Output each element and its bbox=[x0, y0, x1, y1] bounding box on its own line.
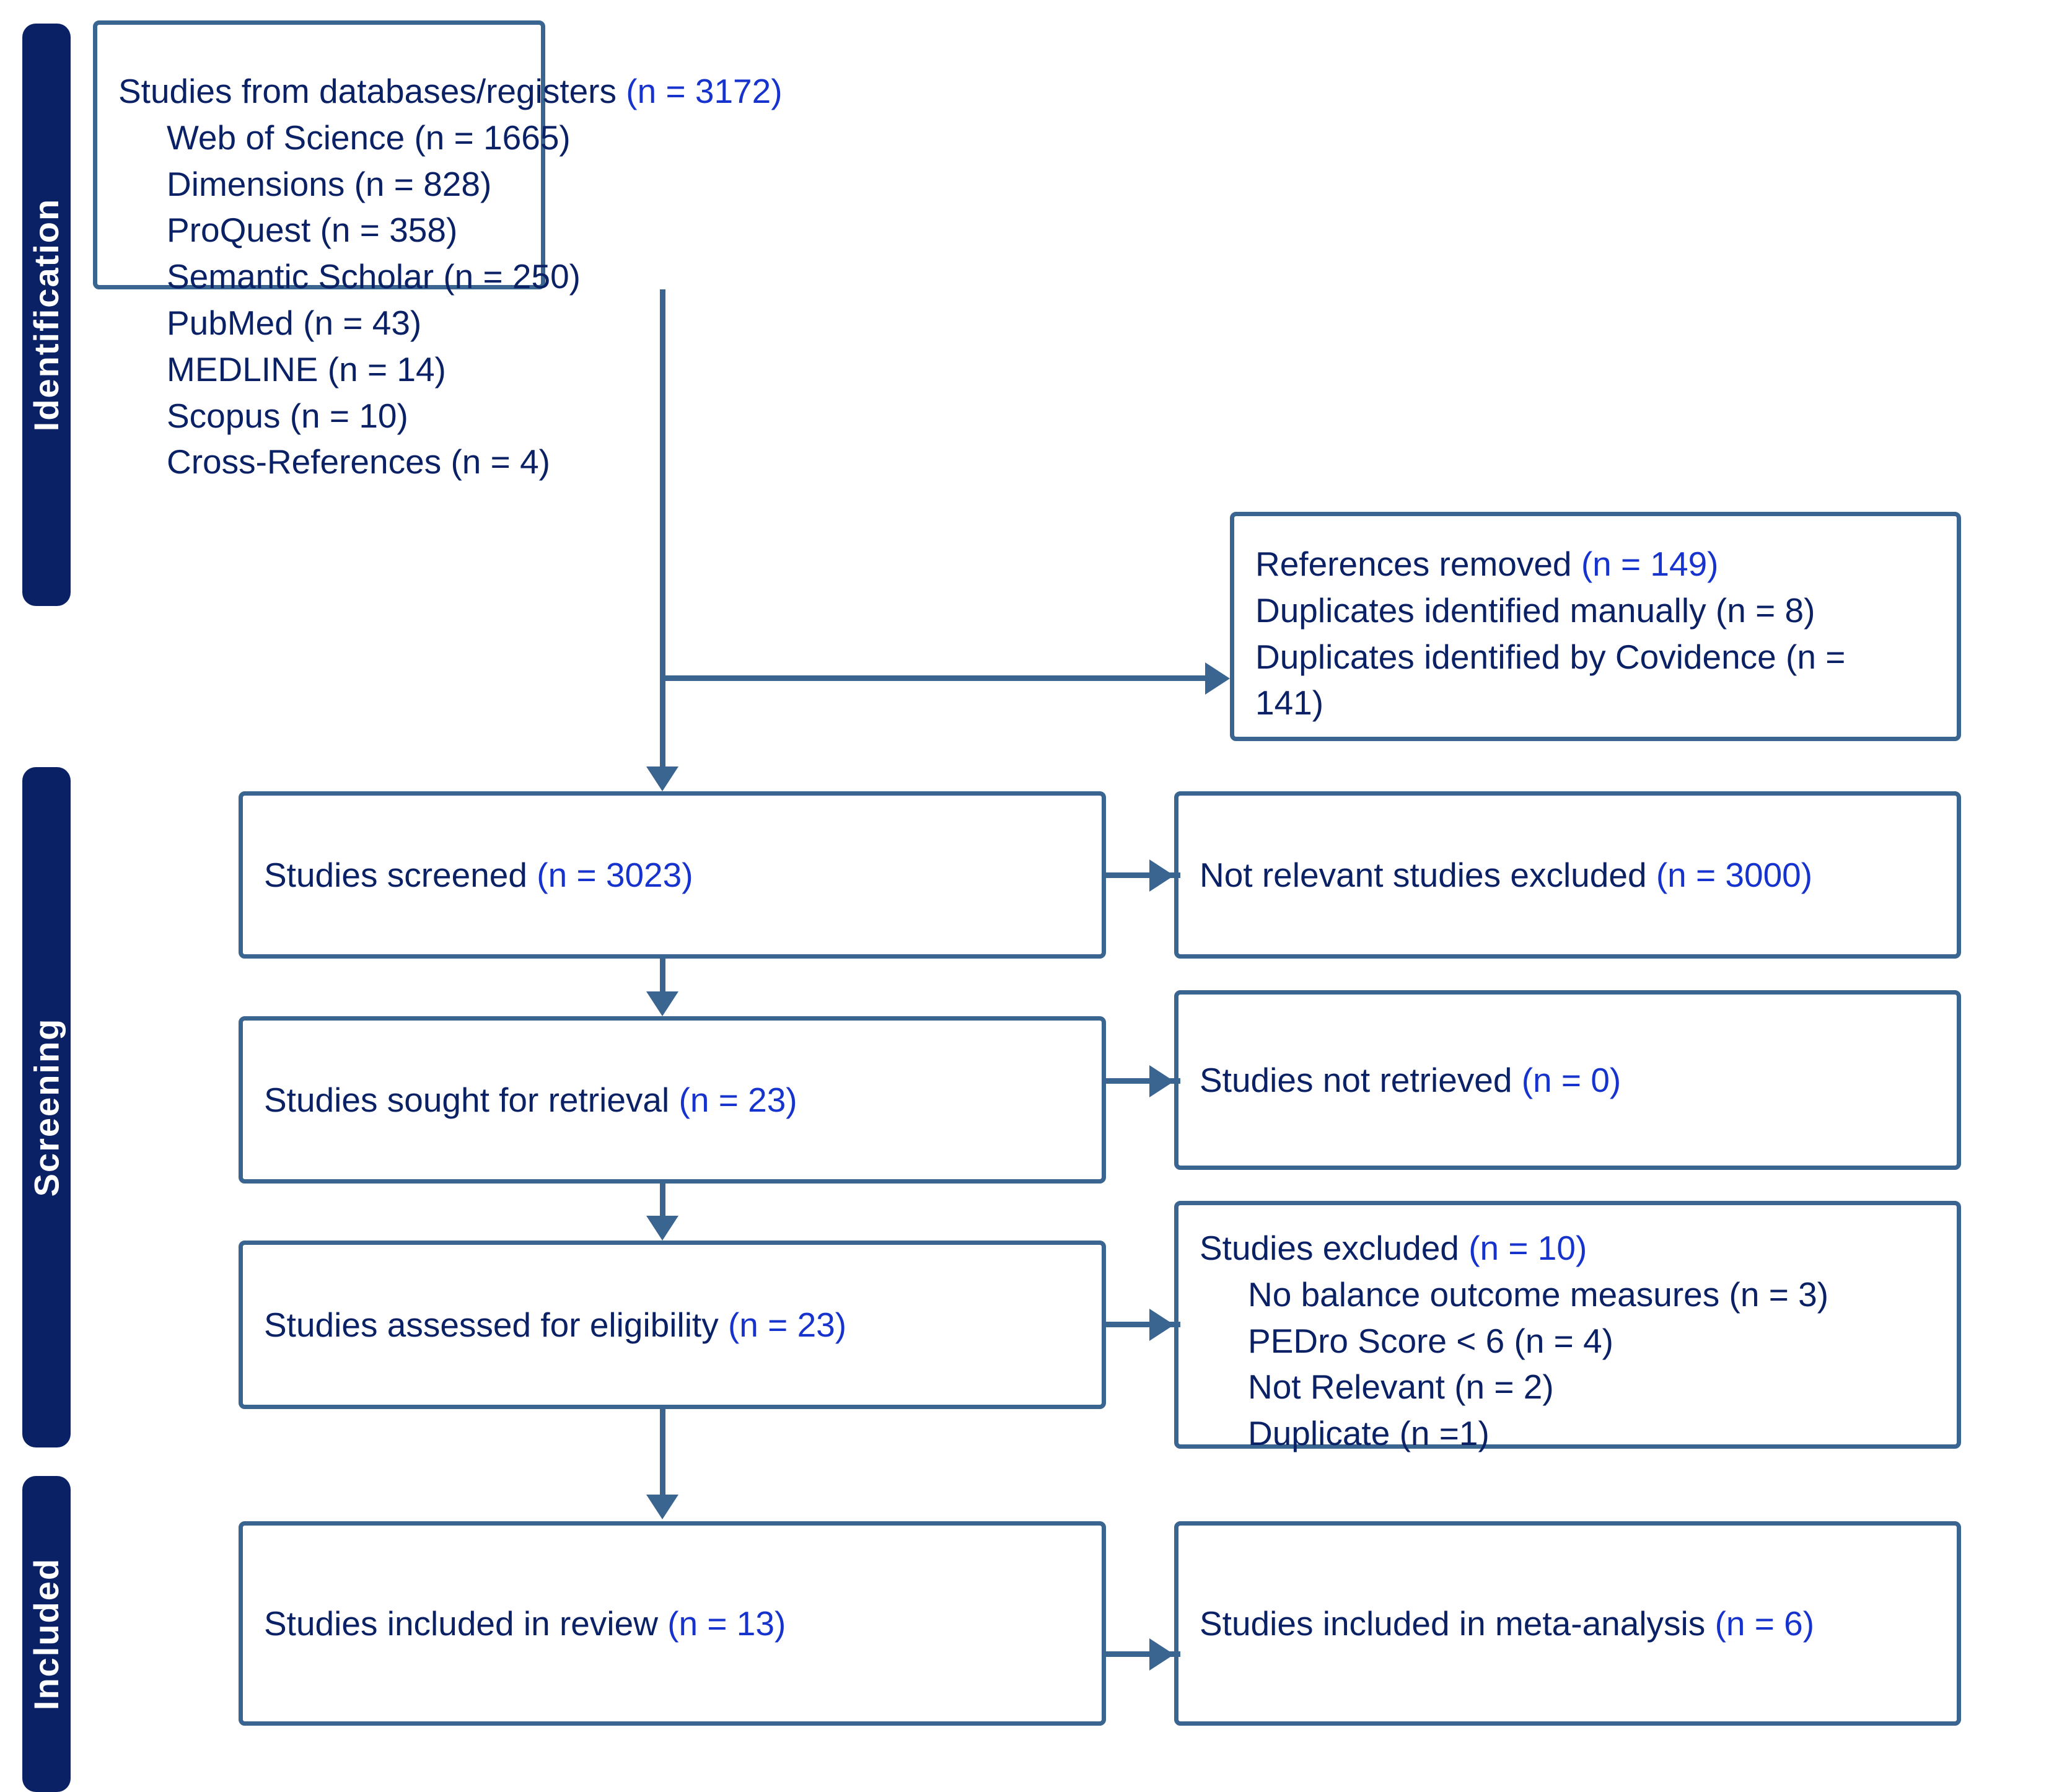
not-retrieved-count: (n = 0) bbox=[1521, 1060, 1622, 1099]
studies-screened-label: Studies screened bbox=[264, 855, 527, 894]
included-in-meta-analysis-text: Studies included in meta-analysis (n = 6… bbox=[1200, 1601, 1936, 1647]
included-in-review-label: Studies included in review bbox=[264, 1604, 658, 1643]
source-row: Dimensions (n = 828) bbox=[118, 161, 520, 208]
studies-excluded-reason: PEDro Score < 6 (n = 4) bbox=[1248, 1321, 1613, 1360]
connector-sought-to-not-retrieved bbox=[1106, 1078, 1180, 1084]
references-removed-header: References removed (n = 149) bbox=[1255, 541, 1936, 587]
included-in-review-count: (n = 13) bbox=[667, 1604, 786, 1643]
box-records-identified: Studies from databases/registers (n = 31… bbox=[93, 20, 783, 481]
records-identified-header: Studies from databases/registers (n = 31… bbox=[118, 68, 783, 115]
stage-label-identification: Identification bbox=[27, 198, 66, 432]
not-relevant-excluded-count: (n = 3000) bbox=[1656, 855, 1813, 894]
source-row: PubMed (n = 43) bbox=[118, 300, 520, 346]
stage-bar-included: Included bbox=[22, 1476, 71, 1792]
references-removed-header-count: (n = 149) bbox=[1581, 545, 1719, 583]
source-label: Scopus bbox=[167, 396, 281, 435]
sought-for-retrieval-count: (n = 23) bbox=[678, 1080, 797, 1119]
source-row: Cross-References (n = 4) bbox=[118, 439, 550, 485]
source-count: (n = 250) bbox=[443, 257, 581, 296]
studies-excluded-header: Studies excluded (n = 10) bbox=[1200, 1225, 1936, 1272]
box-studies-screened: Studies screened (n = 3023) bbox=[239, 791, 1106, 959]
arrow-to-sought-for-retrieval bbox=[646, 991, 678, 1016]
studies-excluded-header-label: Studies excluded bbox=[1200, 1229, 1459, 1267]
box-included-in-review: Studies included in review (n = 13) bbox=[239, 1521, 1106, 1726]
arrow-to-not-retrieved bbox=[1149, 1065, 1174, 1097]
studies-excluded-reason: Not Relevant (n = 2) bbox=[1248, 1368, 1554, 1407]
source-count: (n = 1665) bbox=[414, 118, 571, 157]
source-label: PubMed bbox=[167, 303, 294, 342]
assessed-for-eligibility-text: Studies assessed for eligibility (n = 23… bbox=[264, 1302, 1081, 1348]
source-row: Scopus (n = 10) bbox=[118, 393, 520, 439]
connector-sought-to-assessed bbox=[660, 1184, 665, 1218]
studies-excluded-reason: No balance outcome measures (n = 3) bbox=[1248, 1275, 1829, 1314]
stage-label-screening: Screening bbox=[27, 1017, 66, 1197]
records-identified-header-count: (n = 3172) bbox=[626, 72, 783, 110]
arrow-to-not-relevant-excluded bbox=[1149, 859, 1174, 892]
box-references-removed: References removed (n = 149) Duplicates … bbox=[1230, 512, 1961, 741]
connector-to-references-removed bbox=[660, 675, 1205, 681]
source-count: (n = 43) bbox=[303, 303, 422, 342]
arrow-to-included-in-meta-analysis bbox=[1149, 1638, 1174, 1671]
studies-excluded-header-count: (n = 10) bbox=[1468, 1229, 1587, 1267]
source-count: (n = 10) bbox=[289, 396, 408, 435]
connector-screened-to-sought bbox=[660, 959, 665, 993]
source-label: Semantic Scholar bbox=[167, 257, 434, 296]
connector-screened-to-excluded bbox=[1106, 872, 1180, 878]
source-label: ProQuest bbox=[167, 211, 311, 250]
box-included-in-meta-analysis: Studies included in meta-analysis (n = 6… bbox=[1174, 1521, 1961, 1726]
references-removed-reason: Duplicates identified by Covidence (n = bbox=[1255, 637, 1846, 676]
box-assessed-for-eligibility: Studies assessed for eligibility (n = 23… bbox=[239, 1241, 1106, 1409]
source-label: Web of Science bbox=[167, 118, 405, 157]
source-row: Semantic Scholar (n = 250) bbox=[118, 253, 581, 300]
source-label: Dimensions bbox=[167, 164, 345, 203]
source-label: Cross-References bbox=[167, 442, 442, 481]
included-in-meta-analysis-count: (n = 6) bbox=[1714, 1604, 1815, 1643]
source-count: (n = 14) bbox=[327, 349, 446, 389]
connector-assessed-to-included bbox=[660, 1409, 665, 1496]
studies-excluded-reason: Duplicate (n =1) bbox=[1248, 1414, 1490, 1453]
stage-bar-screening: Screening bbox=[22, 767, 71, 1447]
not-retrieved-text: Studies not retrieved (n = 0) bbox=[1200, 1057, 1936, 1104]
studies-screened-text: Studies screened (n = 3023) bbox=[264, 852, 1081, 898]
sought-for-retrieval-text: Studies sought for retrieval (n = 23) bbox=[264, 1077, 1081, 1123]
source-row: Web of Science (n = 1665) bbox=[118, 115, 571, 161]
box-sought-for-retrieval: Studies sought for retrieval (n = 23) bbox=[239, 1016, 1106, 1184]
source-count: (n = 4) bbox=[450, 442, 550, 481]
not-relevant-excluded-label: Not relevant studies excluded bbox=[1200, 855, 1647, 894]
assessed-for-eligibility-count: (n = 23) bbox=[727, 1305, 847, 1344]
source-row: MEDLINE (n = 14) bbox=[118, 346, 520, 393]
source-count: (n = 358) bbox=[320, 211, 458, 250]
box-not-retrieved: Studies not retrieved (n = 0) bbox=[1174, 990, 1961, 1170]
box-not-relevant-excluded: Not relevant studies excluded (n = 3000) bbox=[1174, 791, 1961, 959]
connector-identification-trunk bbox=[660, 289, 665, 766]
arrow-to-studies-excluded bbox=[1149, 1309, 1174, 1341]
connector-assessed-to-studies-excluded bbox=[1106, 1322, 1180, 1327]
connector-review-to-meta-analysis bbox=[1106, 1651, 1180, 1657]
arrow-to-studies-screened bbox=[646, 766, 678, 791]
included-in-meta-analysis-label: Studies included in meta-analysis bbox=[1200, 1604, 1706, 1643]
sought-for-retrieval-label: Studies sought for retrieval bbox=[264, 1080, 670, 1119]
assessed-for-eligibility-label: Studies assessed for eligibility bbox=[264, 1305, 719, 1344]
arrow-to-assessed-for-eligibility bbox=[646, 1216, 678, 1241]
not-retrieved-label: Studies not retrieved bbox=[1200, 1060, 1512, 1099]
source-row: ProQuest (n = 358) bbox=[118, 207, 520, 253]
arrow-to-references-removed bbox=[1205, 662, 1230, 695]
included-in-review-text: Studies included in review (n = 13) bbox=[264, 1601, 1081, 1647]
studies-screened-count: (n = 3023) bbox=[537, 855, 693, 894]
not-relevant-excluded-text: Not relevant studies excluded (n = 3000) bbox=[1200, 852, 1936, 898]
references-removed-reason: 141) bbox=[1255, 683, 1324, 723]
stage-label-included: Included bbox=[27, 1557, 66, 1711]
records-identified-header-label: Studies from databases/registers bbox=[118, 72, 617, 110]
source-count: (n = 828) bbox=[354, 164, 492, 203]
references-removed-header-label: References removed bbox=[1255, 545, 1572, 583]
stage-bar-identification: Identification bbox=[22, 24, 71, 606]
source-label: MEDLINE bbox=[167, 349, 318, 389]
arrow-to-included-in-review bbox=[646, 1495, 678, 1519]
box-studies-excluded: Studies excluded (n = 10) No balance out… bbox=[1174, 1201, 1961, 1452]
references-removed-reason: Duplicates identified manually (n = 8) bbox=[1255, 591, 1815, 630]
